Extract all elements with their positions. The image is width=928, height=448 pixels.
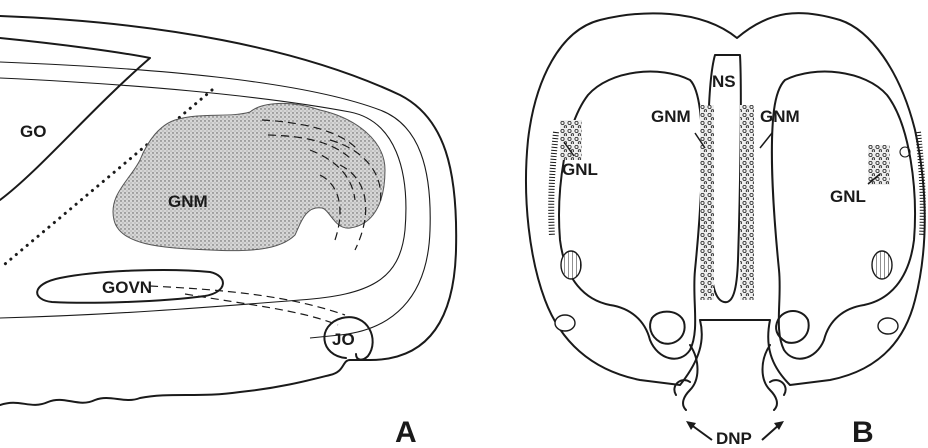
gnm-cells-left-band — [700, 105, 714, 300]
label-dnp: DNP — [716, 429, 752, 448]
label-gnl-right: GNL — [830, 187, 866, 206]
label-go: GO — [20, 122, 46, 141]
label-gnm-b-left: GNM — [651, 107, 691, 126]
gnm-cells-right-band — [740, 105, 754, 300]
dnp-arrow-left-head — [686, 421, 696, 430]
gnl-cells-left — [560, 120, 582, 160]
label-jo: JO — [332, 330, 355, 349]
panel-label-a: A — [395, 416, 417, 448]
panel-label-b: B — [852, 416, 874, 448]
body-lower-edge — [0, 360, 350, 405]
label-gnl-left: GNL — [562, 160, 598, 179]
gnl-cells-right — [868, 145, 890, 185]
right-vessel-upper — [872, 251, 892, 279]
label-gnm-b-right: GNM — [760, 107, 800, 126]
go-region-outline — [0, 38, 150, 200]
right-lateral-epithelium — [918, 132, 923, 236]
panel-a-drawing — [0, 16, 456, 405]
left-vessel-lower — [555, 315, 575, 331]
govn-jo-dashed-1 — [150, 286, 345, 315]
gnm-stippled-region — [113, 103, 385, 250]
left-lower-lobe — [650, 312, 685, 344]
label-govn: GOVN — [102, 278, 152, 297]
left-vessel-upper — [561, 251, 581, 279]
right-vessel-lower — [878, 318, 898, 334]
right-lower-lobe — [776, 311, 809, 343]
label-ns: NS — [712, 72, 736, 91]
leader-gnm-right — [760, 133, 772, 148]
left-lateral-epithelium — [551, 132, 556, 236]
label-gnm-a: GNM — [168, 192, 208, 211]
